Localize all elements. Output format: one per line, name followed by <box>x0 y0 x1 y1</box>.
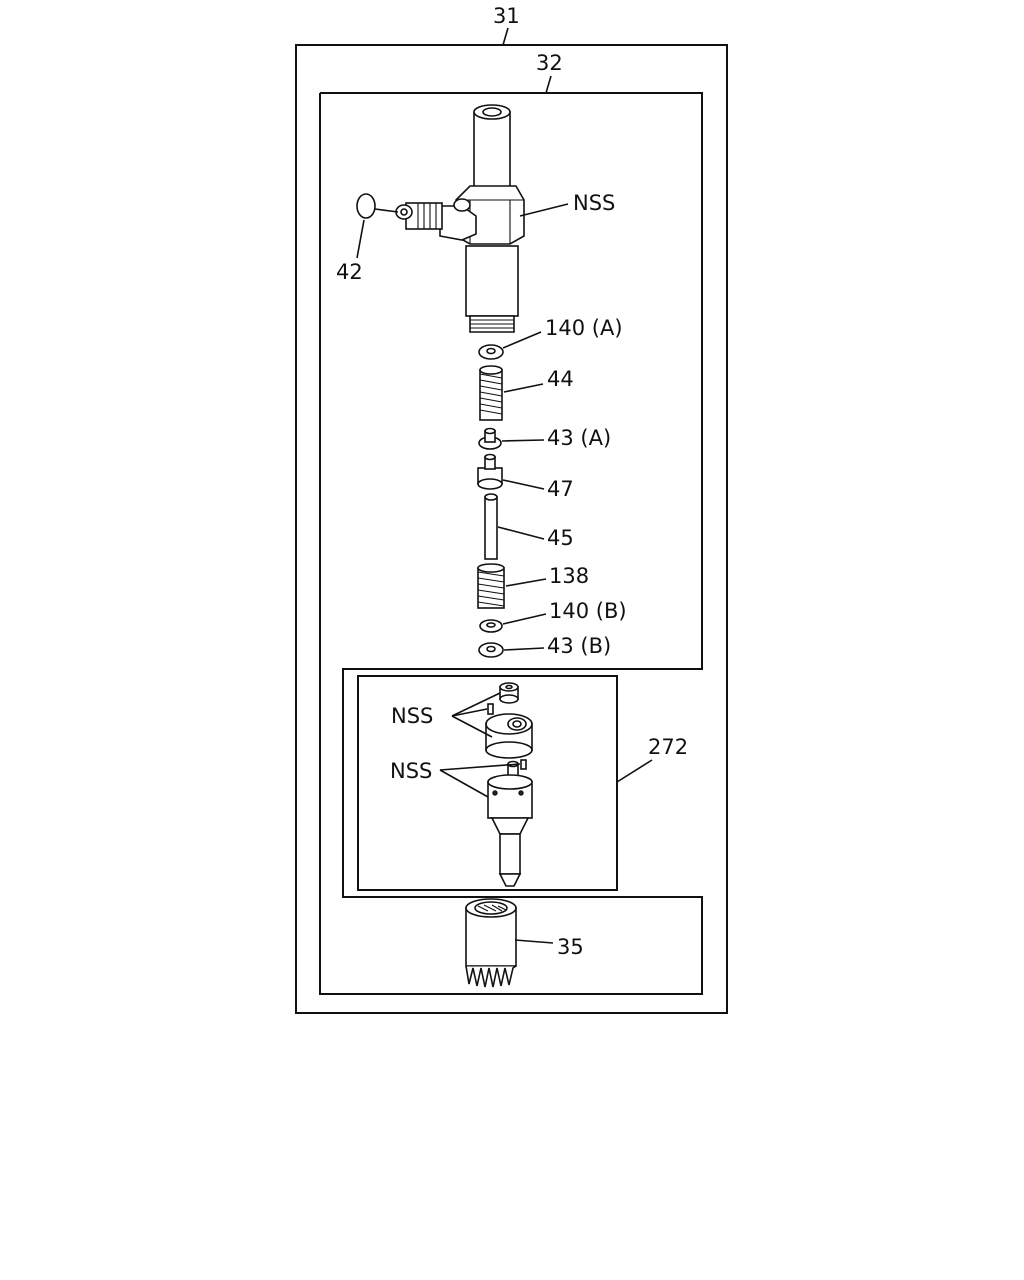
leader-42-fitting <box>374 208 399 213</box>
leader-nss-upper-b <box>451 708 488 717</box>
dowel-pin-upper <box>487 703 494 715</box>
seat-43a <box>478 427 502 450</box>
rod-45 <box>484 493 498 560</box>
leader-43b <box>503 647 545 651</box>
leader-272 <box>616 759 653 783</box>
washer-140b <box>479 619 503 633</box>
distance-piece <box>485 713 533 759</box>
callout-45: 45 <box>547 526 574 550</box>
leader-nss-upper-c <box>451 715 493 738</box>
leader-nss-lower-b <box>439 769 489 798</box>
callout-nss-lower: NSS <box>390 759 432 783</box>
callout-43b: 43 (B) <box>547 634 611 658</box>
callout-nss-top: NSS <box>573 191 615 215</box>
leader-140b <box>502 613 547 625</box>
callout-nss-upper: NSS <box>391 704 433 728</box>
washer-43b <box>478 642 504 658</box>
callout-138: 138 <box>549 564 589 588</box>
leader-42 <box>356 219 365 259</box>
callout-272: 272 <box>648 735 688 759</box>
leader-nss-top <box>519 203 569 217</box>
leader-nss-upper-a <box>451 692 501 717</box>
callout-140b: 140 (B) <box>549 599 627 623</box>
callout-35: 35 <box>557 935 584 959</box>
injector-holder-body <box>395 104 525 333</box>
washer-140a <box>478 344 504 360</box>
leader-44 <box>503 383 544 393</box>
dowel-pin-lower <box>520 759 527 770</box>
leader-138 <box>505 578 547 587</box>
holder-frame-32 <box>319 92 703 995</box>
callout-43a: 43 (A) <box>547 426 611 450</box>
leader-43a <box>501 439 545 442</box>
callout-42: 42 <box>336 260 363 284</box>
nozzle-spacer-top <box>499 682 519 704</box>
leader-140a <box>502 331 542 349</box>
o-ring-42 <box>356 193 376 219</box>
callout-31: 31 <box>493 4 520 28</box>
assembly-frame-31 <box>295 44 728 1014</box>
callout-47: 47 <box>547 477 574 501</box>
retaining-nut-35 <box>465 898 517 988</box>
callout-140a: 140 (A) <box>545 316 623 340</box>
leader-35 <box>514 939 554 944</box>
nozzle-body <box>487 760 533 887</box>
callout-32: 32 <box>536 51 563 75</box>
leader-nss-lower-a <box>439 763 521 771</box>
spring-138 <box>477 563 505 609</box>
spring-44 <box>479 365 503 421</box>
leader-47 <box>502 479 545 490</box>
piece-47 <box>477 453 503 490</box>
leader-45 <box>497 526 545 540</box>
nozzle-kit-frame-272 <box>357 675 618 891</box>
leader-31 <box>502 27 509 46</box>
leader-32 <box>545 75 552 94</box>
callout-44: 44 <box>547 367 574 391</box>
